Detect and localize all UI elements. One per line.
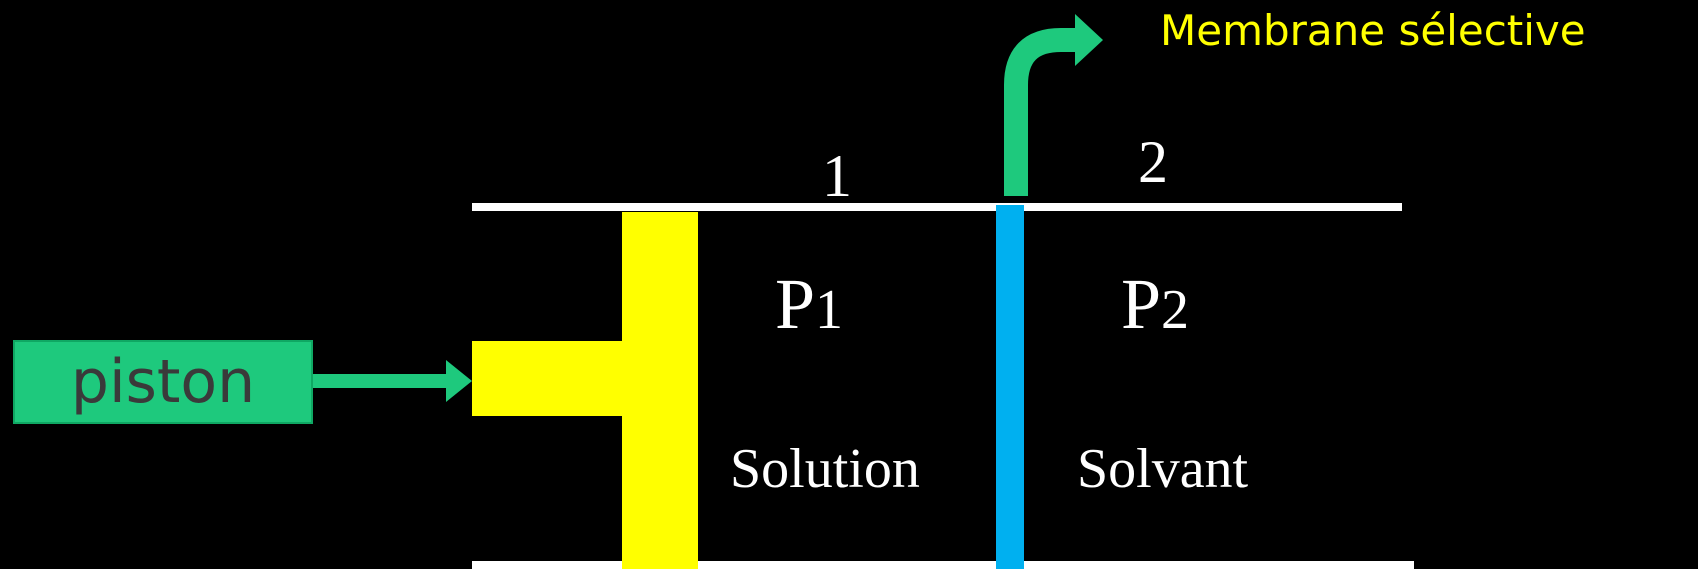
piston-arrow [312,360,472,402]
pressure-2: P2 [1121,268,1189,340]
solvent-label: Solvant [1077,438,1249,500]
piston-label-box: piston [13,340,313,424]
pressure-2-letter: P [1121,264,1162,344]
bottom-wall [472,561,1414,569]
pressure-1: P1 [775,268,843,340]
top-wall [472,203,1402,211]
piston-head [622,212,698,569]
pressure-2-index: 2 [1161,279,1190,341]
compartment-2-number: 2 [1138,129,1168,195]
solution-label: Solution [730,438,920,500]
piston-rod [472,341,624,416]
compartment-1-number: 1 [822,143,852,209]
pressure-1-index: 1 [815,279,844,341]
piston-label: piston [70,347,256,417]
membrane-label: Membrane sélective [1160,6,1586,55]
pressure-1-letter: P [775,264,816,344]
selective-membrane [996,205,1024,569]
membrane-arrow [1004,14,1103,196]
